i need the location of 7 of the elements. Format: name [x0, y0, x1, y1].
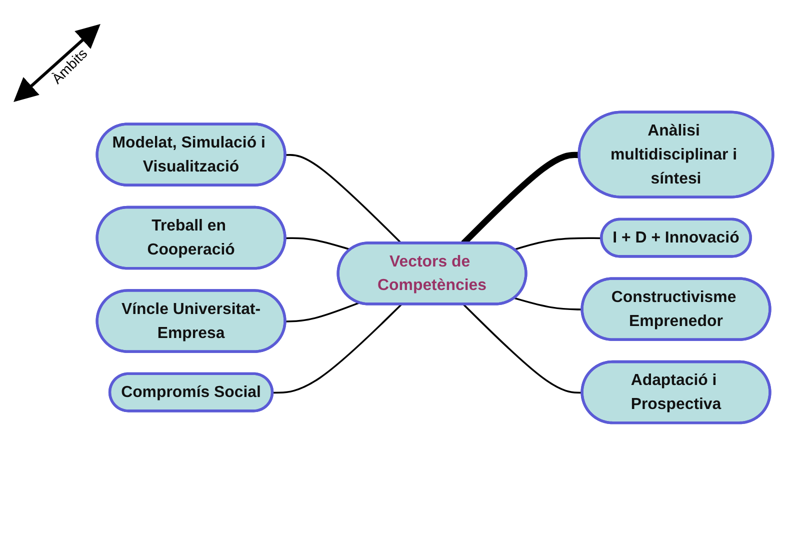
connector — [285, 302, 360, 322]
connector — [462, 304, 583, 394]
connector — [272, 304, 402, 394]
connector — [285, 154, 402, 244]
connector — [514, 297, 583, 310]
connector — [514, 237, 602, 251]
connector — [285, 237, 351, 251]
